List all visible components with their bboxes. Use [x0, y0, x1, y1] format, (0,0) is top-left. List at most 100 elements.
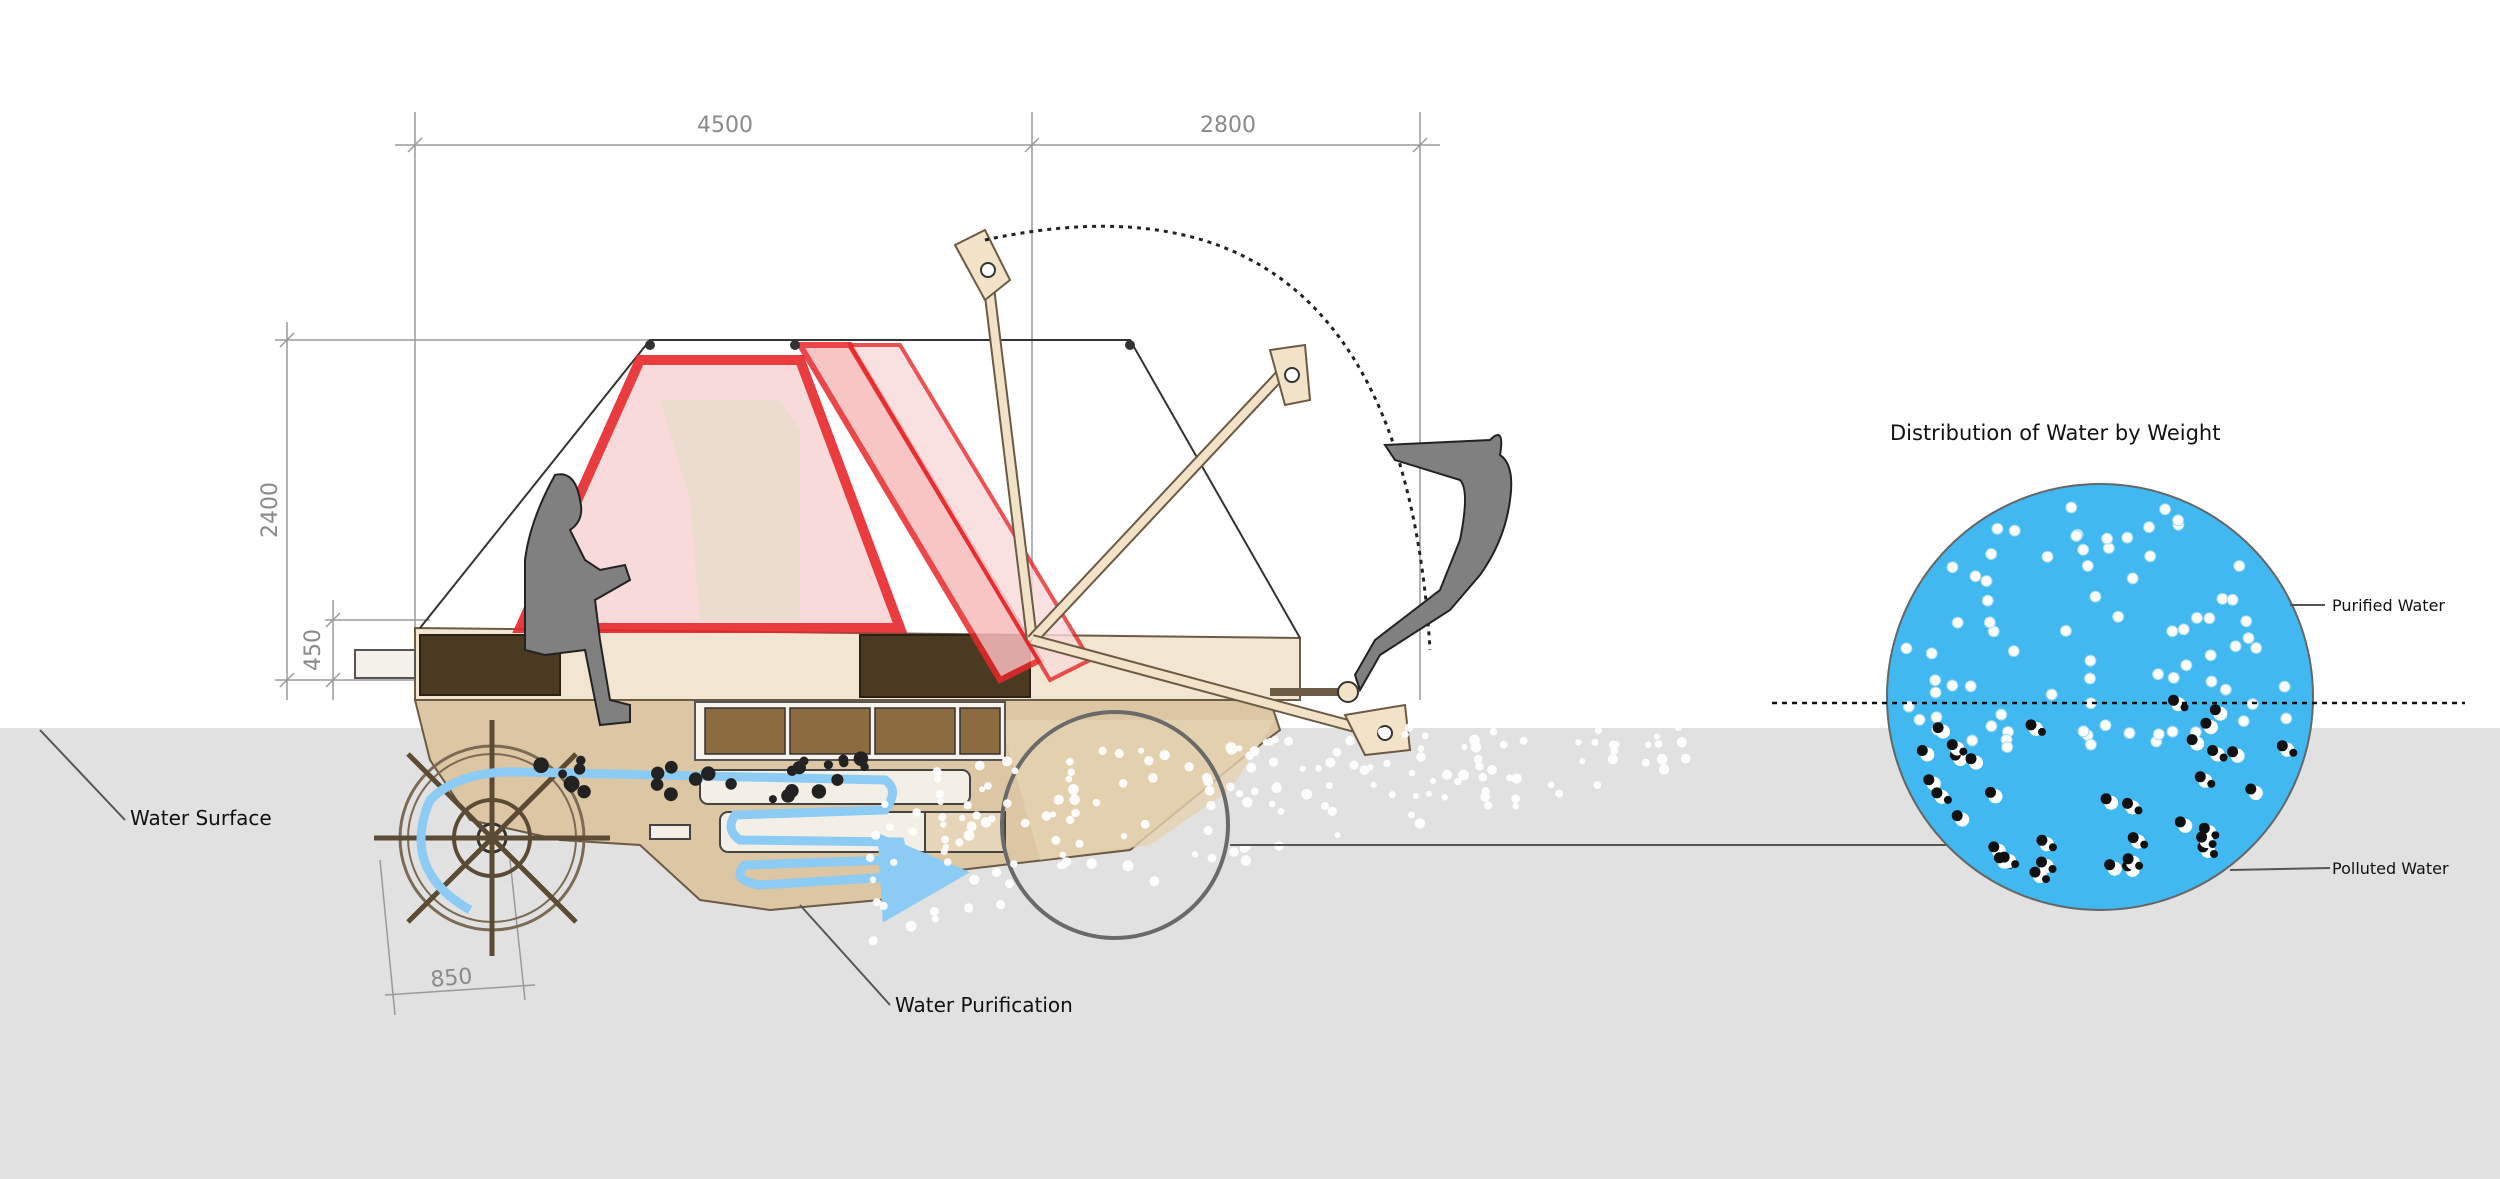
particle	[2207, 745, 2219, 756]
particle	[2045, 688, 2058, 701]
particle	[1995, 708, 2008, 721]
particle	[1417, 745, 1425, 753]
particle	[1579, 758, 1586, 765]
particle	[2084, 654, 2097, 667]
particle	[2159, 503, 2172, 516]
particle	[2036, 856, 2047, 868]
particle	[1461, 743, 1468, 750]
particle	[1980, 575, 1993, 587]
particle	[1604, 703, 1613, 712]
particle	[1122, 860, 1134, 872]
distribution-circle	[1886, 483, 2314, 911]
particle	[984, 782, 992, 790]
particle	[988, 815, 996, 823]
particle	[2276, 740, 2288, 752]
particle	[1140, 819, 1150, 829]
particle	[1349, 760, 1359, 770]
particle	[1273, 783, 1282, 793]
particle	[2172, 514, 2185, 527]
particle	[869, 876, 877, 884]
particle	[1441, 794, 1448, 801]
particle	[1913, 713, 1926, 726]
polluted-particles	[1916, 694, 2298, 884]
particle	[2123, 727, 2136, 740]
particle	[963, 903, 974, 913]
particle	[959, 814, 966, 822]
particle	[2207, 779, 2216, 788]
paddle-ring	[1000, 710, 1230, 940]
particle	[1069, 794, 1081, 806]
particle	[1930, 711, 1943, 724]
particle	[566, 783, 577, 793]
particle	[1643, 714, 1654, 726]
particle	[573, 763, 586, 775]
particle	[2101, 532, 2114, 545]
particle	[929, 907, 939, 916]
particle	[2152, 728, 2165, 741]
particle	[1065, 775, 1073, 783]
particle	[905, 920, 917, 932]
particle	[1334, 831, 1341, 839]
particle	[1041, 811, 1052, 821]
particle	[577, 785, 591, 799]
particle	[966, 821, 977, 832]
particle	[1004, 879, 1014, 889]
particle	[1066, 757, 1074, 766]
particle	[2226, 593, 2239, 606]
person-seated-silhouette	[524, 473, 632, 727]
particle	[1511, 794, 1520, 804]
particle	[908, 827, 917, 836]
particle	[2065, 501, 2078, 514]
particle	[1932, 722, 1944, 734]
particle	[1098, 746, 1107, 756]
particle	[1408, 769, 1416, 777]
particle	[1325, 757, 1336, 768]
particle	[664, 760, 678, 774]
particle	[2190, 611, 2203, 624]
particle	[1985, 720, 1998, 733]
particle	[701, 766, 716, 781]
particle	[1991, 522, 2004, 535]
particle	[1184, 762, 1194, 772]
particle	[1062, 857, 1072, 867]
particle	[1645, 690, 1653, 699]
particle	[1929, 674, 1942, 687]
particle	[881, 800, 889, 808]
particle	[1555, 789, 1564, 798]
particle	[2205, 675, 2218, 688]
particle	[1612, 740, 1620, 749]
particle	[2180, 703, 2189, 712]
particle	[823, 760, 833, 770]
particle	[1301, 788, 1313, 800]
particle	[1981, 594, 1994, 607]
particle	[1120, 832, 1128, 840]
particle	[2134, 806, 2143, 815]
particle	[2167, 671, 2180, 684]
particle	[811, 784, 827, 799]
particle	[2077, 725, 2090, 738]
particle	[872, 898, 882, 907]
particle	[2059, 624, 2072, 637]
particle	[1478, 772, 1488, 782]
particle	[969, 874, 980, 885]
particle	[2280, 712, 2293, 725]
particle	[2104, 859, 2116, 871]
particle	[931, 915, 939, 923]
particle	[2209, 704, 2221, 716]
particle	[533, 757, 549, 773]
particle	[2242, 632, 2255, 645]
particle	[2008, 524, 2021, 537]
particle	[1065, 815, 1075, 825]
particle	[1951, 810, 1963, 822]
particle	[1591, 738, 1599, 746]
particle	[1429, 777, 1437, 785]
particle	[1916, 745, 1928, 756]
particle	[2025, 719, 2037, 731]
particle	[1458, 769, 1470, 781]
flow-arrow	[416, 767, 970, 923]
particle	[2099, 719, 2112, 732]
particle	[2203, 612, 2216, 625]
particle	[1204, 785, 1215, 796]
particle	[1674, 723, 1682, 732]
particle	[1653, 733, 1660, 740]
